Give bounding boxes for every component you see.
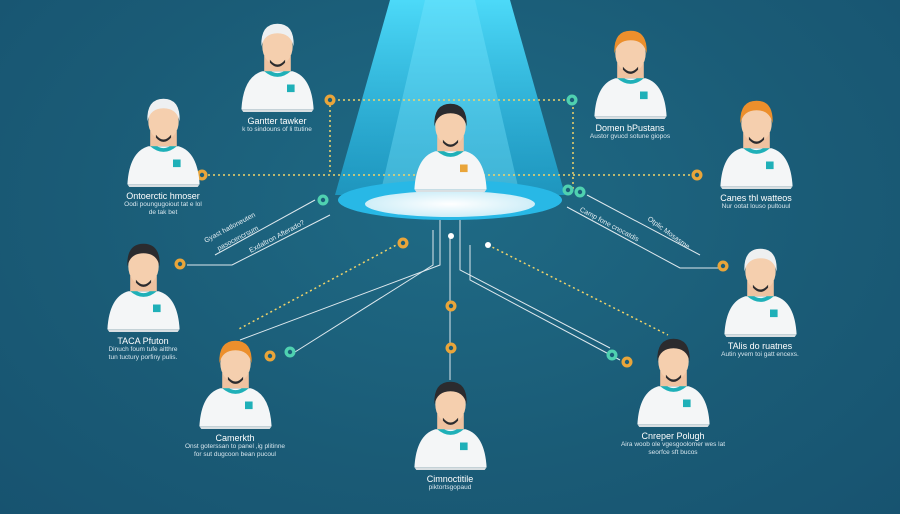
person-name: TAlis do ruatnes bbox=[727, 341, 793, 351]
spotlight-core bbox=[380, 0, 520, 195]
person-name: Camerkth bbox=[215, 433, 255, 443]
person-description: de tak bet bbox=[148, 209, 178, 216]
orange-node-dot bbox=[264, 350, 276, 362]
connector-line bbox=[214, 199, 316, 256]
teal-node-dot bbox=[606, 349, 618, 361]
connector-line bbox=[469, 245, 621, 361]
teal-node-dot bbox=[284, 346, 296, 358]
white-node-dot bbox=[485, 242, 491, 248]
orange-node-dot bbox=[717, 260, 729, 272]
teal-node-dot bbox=[574, 186, 586, 198]
person-description: Onst goterssan to panel ,ig plitinne bbox=[184, 443, 286, 450]
orange-node-dot bbox=[691, 169, 703, 181]
connector-line bbox=[459, 220, 611, 349]
person-description: piktortsgopaud bbox=[428, 484, 472, 491]
orange-node-dot bbox=[324, 94, 336, 106]
avatar-icon bbox=[413, 381, 487, 471]
platform bbox=[365, 191, 535, 217]
avatar-icon bbox=[719, 100, 793, 190]
avatar-icon bbox=[636, 338, 710, 428]
person-name: Gantter tawker bbox=[247, 116, 307, 126]
white-node-dot bbox=[448, 233, 454, 239]
person-description: Oodi poungugoiout tat e lol bbox=[124, 201, 202, 208]
teal-node-dot bbox=[566, 94, 578, 106]
person-description: for sut dugcoon bean pucoul bbox=[193, 451, 277, 458]
orange-node-dot bbox=[196, 169, 208, 181]
connector-line bbox=[586, 194, 701, 256]
person-center bbox=[395, 98, 505, 193]
avatar-icon bbox=[593, 30, 667, 120]
person-name: Canes thl watteos bbox=[720, 193, 792, 203]
orange-node-dot bbox=[397, 237, 409, 249]
person-description: k to sindouns of li ttutine bbox=[242, 126, 312, 133]
connector-line bbox=[566, 206, 720, 269]
person-description: Dinuch foum tufe aitthre bbox=[108, 346, 178, 353]
avatar-icon bbox=[723, 248, 797, 338]
person-description: Aira woob ole vgesgoolomer wes lat bbox=[620, 441, 726, 448]
dotted-connector bbox=[487, 244, 669, 336]
orange-node-dot bbox=[445, 300, 457, 312]
orange-node-dot bbox=[621, 356, 633, 368]
teal-node-dot bbox=[317, 194, 329, 206]
spotlight-beam bbox=[335, 0, 565, 195]
avatar-icon bbox=[126, 98, 200, 188]
avatar-icon bbox=[198, 340, 272, 430]
person-description: Nur ootat louso pultouul bbox=[721, 203, 791, 210]
connector-line bbox=[187, 214, 331, 266]
person-name: TACA Pfuton bbox=[117, 336, 169, 346]
avatar-icon bbox=[413, 103, 487, 193]
orange-node-dot bbox=[174, 258, 186, 270]
connector-line bbox=[294, 230, 434, 353]
person-name: Domen bPustans bbox=[595, 123, 665, 133]
person-description: Austor gvucd sotune giopos bbox=[589, 133, 671, 140]
person-name: Ontoerctic hmoser bbox=[126, 191, 200, 201]
dotted-connector bbox=[236, 242, 401, 331]
person-description: seorfce sft bucos bbox=[648, 449, 698, 456]
person-description: tun tuctury porfiny pulis. bbox=[108, 354, 178, 361]
person-name: Cnreper Polugh bbox=[641, 431, 705, 441]
orange-node-dot bbox=[445, 342, 457, 354]
avatar-icon bbox=[240, 23, 314, 113]
avatar-icon bbox=[106, 243, 180, 333]
person-description: Autin yvem toi gatt encexs. bbox=[721, 351, 799, 358]
teal-node-dot bbox=[562, 184, 574, 196]
connector-line bbox=[239, 220, 441, 341]
person-name: Cimnoctitile bbox=[426, 474, 474, 484]
